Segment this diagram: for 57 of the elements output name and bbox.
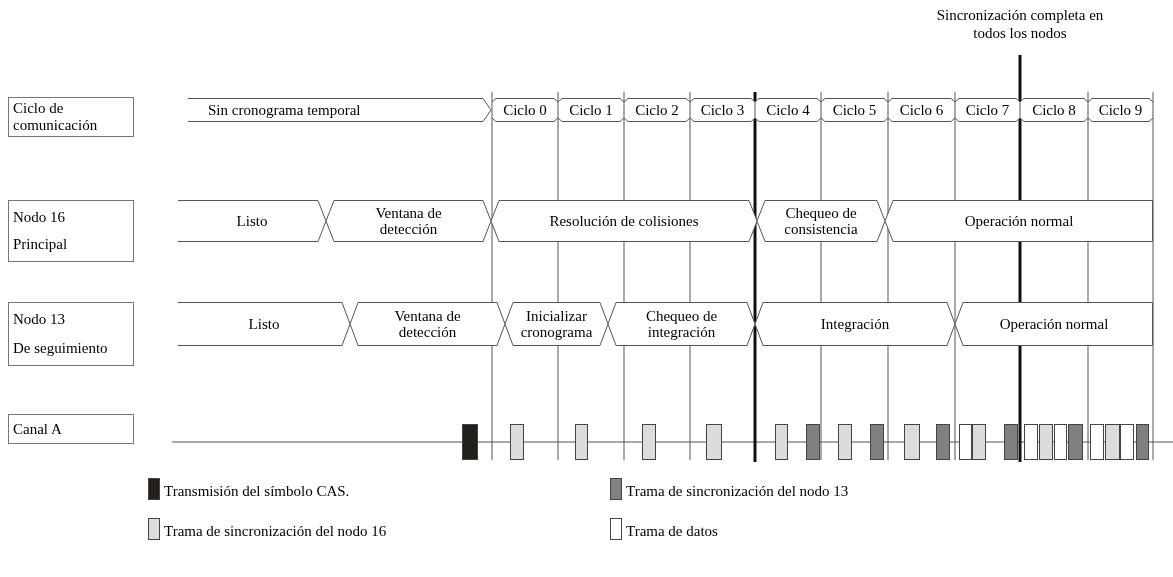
state-label: Integración bbox=[820, 316, 890, 332]
state-box bbox=[757, 200, 885, 242]
state-label: Ciclo 2 bbox=[635, 102, 679, 118]
row-label-box bbox=[8, 200, 134, 262]
cycle-box bbox=[492, 98, 558, 122]
state-box bbox=[178, 200, 326, 242]
state-box bbox=[755, 302, 955, 346]
state-label: Ciclo 1 bbox=[569, 102, 613, 118]
state-box bbox=[608, 302, 755, 346]
state-label: Ciclo 5 bbox=[832, 102, 877, 118]
row-label-box bbox=[8, 97, 134, 137]
state-box bbox=[350, 302, 505, 346]
cycle-box bbox=[821, 98, 888, 122]
state-box bbox=[326, 200, 491, 242]
state-label: Ciclo 9 bbox=[1098, 102, 1143, 118]
state-label: Operación normal bbox=[964, 213, 1074, 229]
row-label: Principal bbox=[13, 236, 69, 253]
state-box bbox=[188, 98, 491, 122]
state-label: Ventana de detección bbox=[393, 308, 462, 340]
cycle-box bbox=[624, 98, 690, 122]
state-label: Operación normal bbox=[999, 316, 1109, 332]
cycle-box bbox=[755, 98, 821, 122]
legend-label: Trama de datos bbox=[626, 522, 718, 540]
state-label: Resolución de colisiones bbox=[549, 213, 699, 229]
state-box bbox=[955, 302, 1153, 346]
state-label: Ciclo 6 bbox=[899, 102, 944, 118]
state-label: Ventana de detección bbox=[374, 205, 443, 237]
row-label: De seguimiento bbox=[13, 340, 109, 357]
row-label-box bbox=[8, 414, 134, 444]
legend-label: Trama de sincronización del nodo 16 bbox=[164, 522, 387, 540]
cycle-box bbox=[1088, 98, 1153, 122]
cycle-box bbox=[558, 98, 624, 122]
row-label: Nodo 16 bbox=[13, 209, 67, 226]
cycle-box bbox=[888, 98, 955, 122]
state-label: Inicializar cronograma bbox=[519, 308, 594, 340]
state-box bbox=[505, 302, 608, 346]
row-label: Ciclo de comunicación bbox=[13, 100, 99, 134]
state-label: Chequeo de consistencia bbox=[783, 205, 859, 237]
state-box bbox=[178, 302, 350, 346]
state-label: Ciclo 7 bbox=[965, 102, 1010, 118]
row-label: Canal A bbox=[13, 420, 63, 438]
cycle-box bbox=[690, 98, 755, 122]
cycle-box bbox=[955, 98, 1020, 122]
state-label: Ciclo 3 bbox=[700, 102, 745, 118]
state-label: Listo bbox=[248, 316, 280, 332]
state-label: Listo bbox=[236, 213, 268, 229]
state-label: Chequeo de integración bbox=[644, 308, 719, 340]
row-label-box bbox=[8, 302, 134, 366]
state-label: Ciclo 0 bbox=[503, 102, 547, 118]
state-label: Ciclo 4 bbox=[766, 102, 810, 118]
cycle-box bbox=[1020, 98, 1088, 122]
annotation-text: Sincronización completa en todos los nodos bbox=[935, 6, 1105, 42]
legend-label: Trama de sincronización del nodo 13 bbox=[626, 482, 849, 500]
state-label: Ciclo 8 bbox=[1032, 102, 1076, 118]
state-label: Sin cronograma temporal bbox=[208, 102, 361, 118]
legend-label: Transmisión del símbolo CAS. bbox=[164, 482, 350, 500]
row-label: Nodo 13 bbox=[13, 311, 67, 328]
